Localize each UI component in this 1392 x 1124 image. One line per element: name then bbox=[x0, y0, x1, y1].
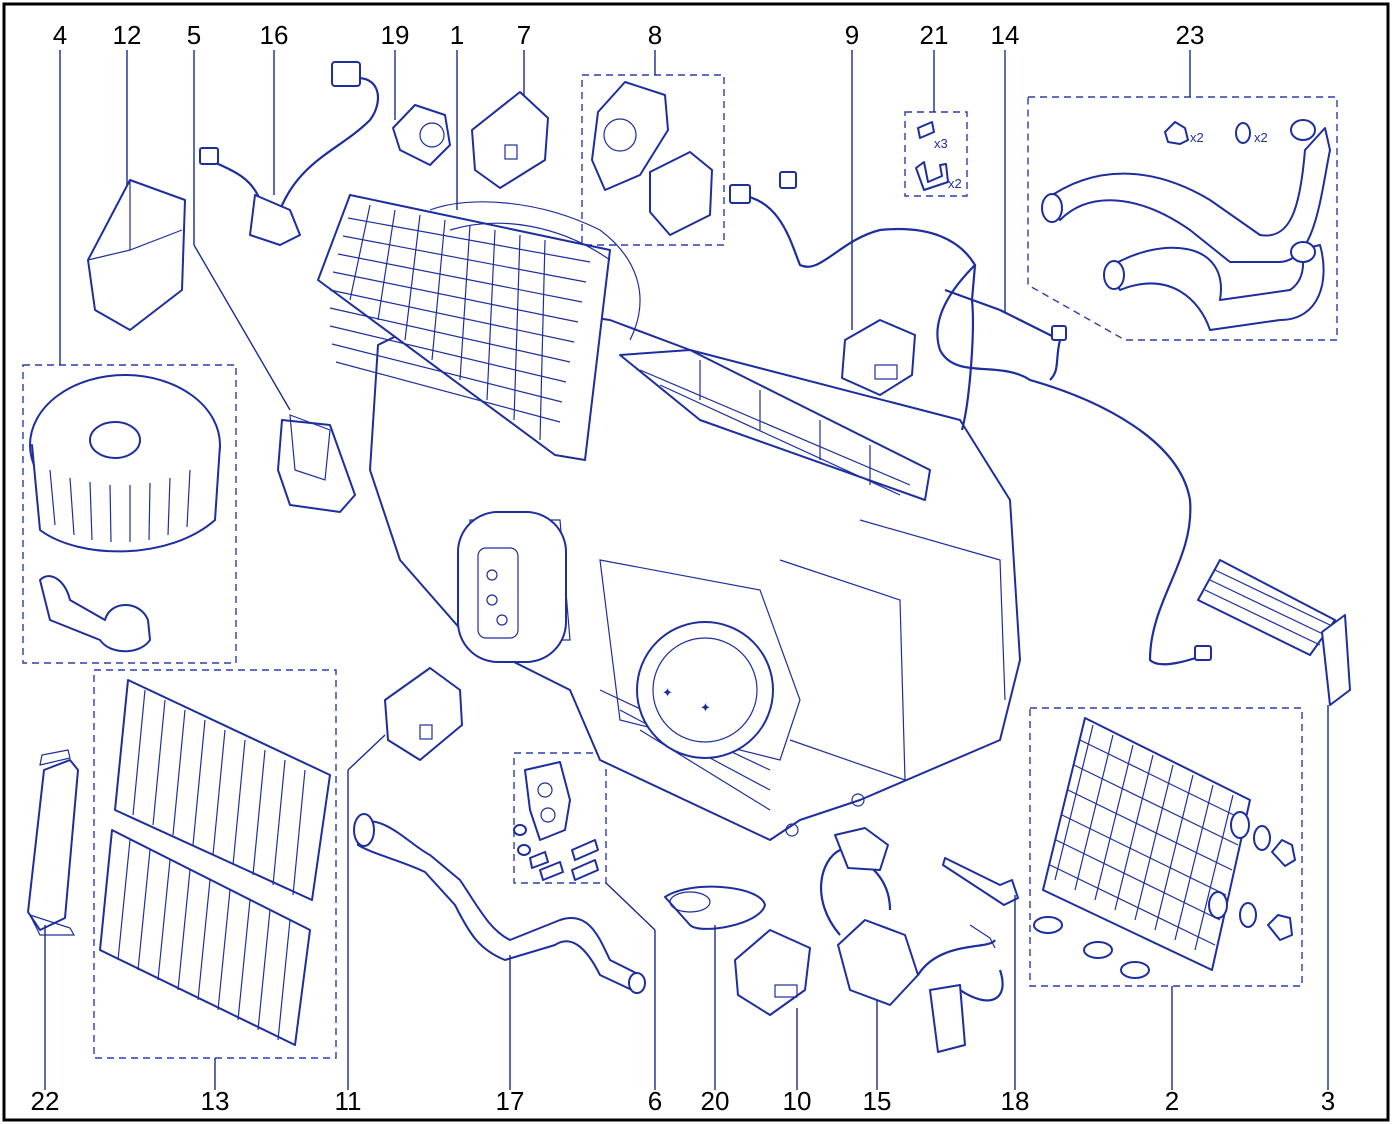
callout-12: 12 bbox=[113, 20, 142, 50]
callout-1: 1 bbox=[450, 20, 464, 50]
heater-pipes-part-23: x2 x2 bbox=[1041, 119, 1331, 331]
actuator-assembly-part-8 bbox=[591, 81, 713, 236]
clip-icon bbox=[915, 161, 949, 191]
group-box-2 bbox=[1029, 707, 1303, 987]
hvac-housing-part-1: ✦✦ bbox=[317, 194, 1021, 841]
wiring-harness-part-16 bbox=[199, 61, 379, 246]
clips-23-quantity: x2 bbox=[1190, 130, 1204, 145]
callout-3: 3 bbox=[1321, 1086, 1335, 1116]
o-ring-icon bbox=[1235, 122, 1251, 144]
side-port-left bbox=[457, 511, 567, 663]
callout-16: 16 bbox=[260, 20, 289, 50]
svg-text:✦: ✦ bbox=[700, 700, 711, 715]
air-intake-grille bbox=[317, 194, 611, 461]
duct-piece-part-20 bbox=[664, 885, 766, 930]
callout-22: 22 bbox=[31, 1086, 60, 1116]
blower-motor-part-4 bbox=[29, 374, 221, 653]
refrigerant-pipe-part-17 bbox=[353, 813, 646, 994]
side-port-right bbox=[636, 621, 774, 759]
expansion-valve-part-6 bbox=[513, 761, 599, 881]
callout-10: 10 bbox=[783, 1086, 812, 1116]
svg-text:✦: ✦ bbox=[662, 685, 673, 700]
callout-15: 15 bbox=[863, 1086, 892, 1116]
blower-control-part-15 bbox=[819, 827, 1004, 1053]
clips-21-quantity: x2 bbox=[948, 176, 962, 191]
callout-20: 20 bbox=[701, 1086, 730, 1116]
wiring-harness-part-14 bbox=[729, 171, 1212, 666]
group-box-21 bbox=[904, 111, 968, 197]
actuator-part-7 bbox=[471, 91, 549, 189]
group-box-23 bbox=[1027, 96, 1338, 341]
fasteners-part-21: x3 x2 bbox=[915, 121, 962, 191]
sensor-part-19 bbox=[392, 104, 451, 166]
cabin-filters-part-13 bbox=[99, 679, 331, 1046]
callout-18: 18 bbox=[1001, 1086, 1030, 1116]
callout-21: 21 bbox=[920, 20, 949, 50]
outlet-duct bbox=[619, 349, 931, 501]
callout-11: 11 bbox=[335, 1086, 362, 1116]
resistor-part-5 bbox=[277, 419, 356, 513]
screws-21-quantity: x3 bbox=[934, 136, 948, 151]
filter-cover-part-22 bbox=[27, 759, 79, 931]
callout-8: 8 bbox=[648, 20, 662, 50]
callout-13: 13 bbox=[201, 1086, 230, 1116]
orings-23-quantity: x2 bbox=[1254, 130, 1268, 145]
group-box-6 bbox=[513, 752, 607, 884]
callout-14: 14 bbox=[991, 20, 1020, 50]
callout-5: 5 bbox=[187, 20, 201, 50]
leader-lines bbox=[44, 50, 1329, 1090]
blower-duct-hose bbox=[39, 575, 151, 653]
callout-17: 17 bbox=[496, 1086, 525, 1116]
heater-core-part-2 bbox=[1033, 717, 1296, 979]
callout-6: 6 bbox=[648, 1086, 662, 1116]
callout-2: 2 bbox=[1165, 1086, 1179, 1116]
actuator-part-11 bbox=[384, 667, 463, 761]
callout-7: 7 bbox=[517, 20, 531, 50]
callout-9: 9 bbox=[845, 20, 859, 50]
screw-icon bbox=[917, 121, 935, 139]
temp-sensor-part-18 bbox=[942, 857, 1019, 906]
callout-19: 19 bbox=[381, 20, 410, 50]
actuator-part-10 bbox=[734, 929, 811, 1016]
callout-23: 23 bbox=[1176, 20, 1205, 50]
clip-icon bbox=[1164, 121, 1189, 145]
electric-heater-part-3 bbox=[1197, 559, 1351, 706]
callout-4: 4 bbox=[53, 20, 67, 50]
group-box-4 bbox=[22, 364, 237, 664]
control-module-part-12 bbox=[87, 179, 186, 331]
